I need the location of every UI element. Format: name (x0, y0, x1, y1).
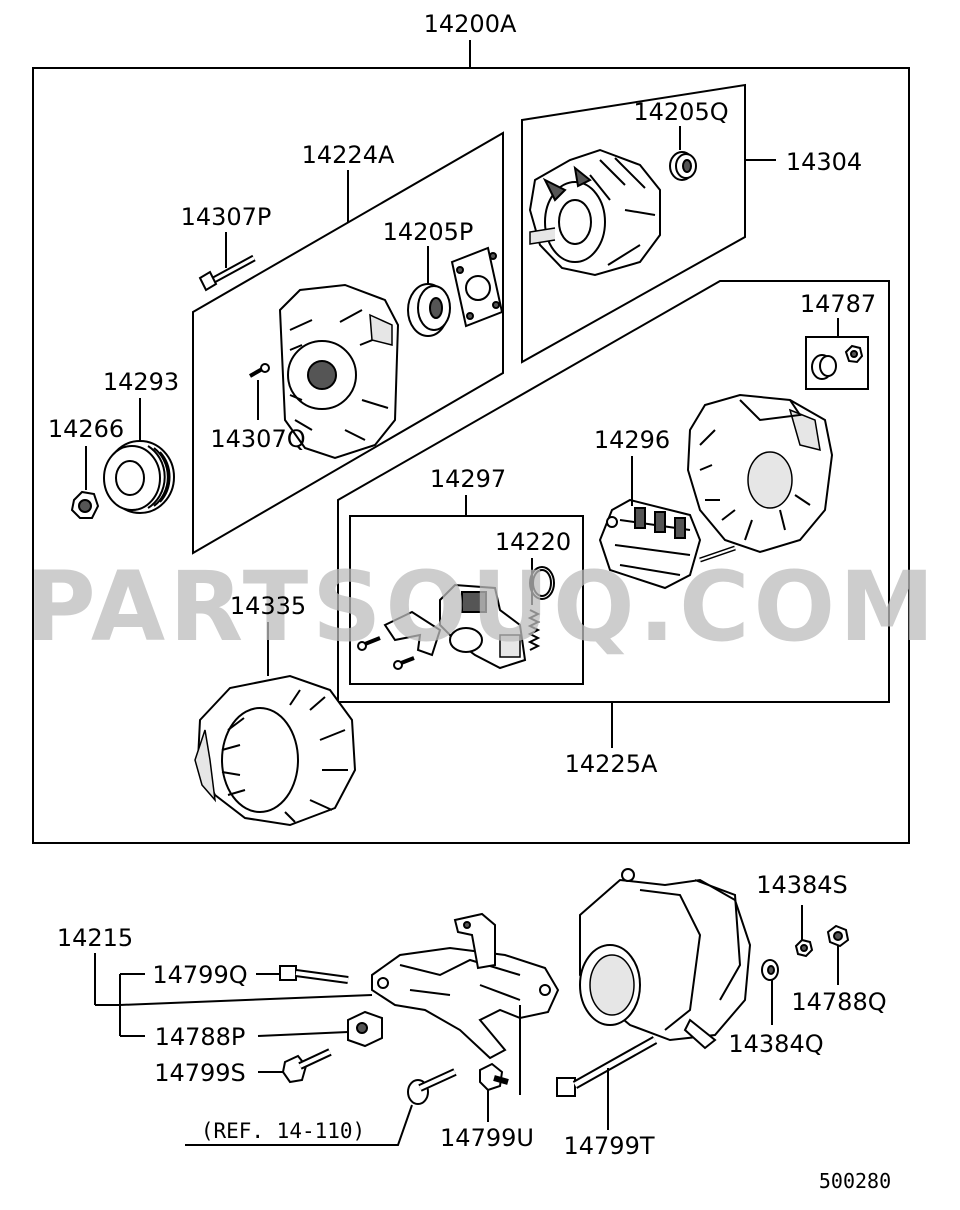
label-rotor-bearing: 14205Q (633, 98, 728, 126)
label-block-p: 14788P (155, 1023, 246, 1051)
stator-icon (194, 674, 357, 827)
label-rear-housing: 14225A (565, 750, 658, 778)
bracket-icon (371, 912, 560, 1060)
rear-housing-frame (337, 280, 890, 703)
bolt-s-icon (281, 1048, 332, 1084)
label-stator: 14335 (230, 592, 306, 620)
label-long-bolt: 14307P (181, 203, 272, 231)
bearing-plate-icon (450, 246, 504, 328)
label-nut-q: 14788Q (791, 988, 886, 1016)
rotor-frame (521, 83, 746, 364)
washer-s-icon (794, 938, 814, 958)
label-bracket-set: 14215 (57, 924, 133, 952)
label-assembly: 14200A (424, 10, 517, 38)
rear-kit-nut-icon (844, 344, 864, 364)
label-bolt-t: 14799T (563, 1132, 654, 1160)
label-bolt-s: 14799S (154, 1059, 246, 1087)
label-nut: 14266 (48, 415, 124, 443)
leader-reference (185, 1104, 413, 1146)
long-bolt-icon (198, 254, 256, 292)
rotor-bearing-icon (669, 151, 697, 181)
leader-block-p (257, 1031, 349, 1037)
label-front-housing: 14224A (302, 141, 395, 169)
label-pulley: 14293 (103, 368, 179, 396)
watermark: PARTSOUQ.COM (25, 551, 938, 663)
brush-spring-icon (527, 609, 541, 651)
rotor-icon (528, 148, 661, 277)
bolt-q-icon (279, 965, 349, 984)
bolt-t-icon (556, 1036, 658, 1097)
label-rotor: 14304 (786, 148, 862, 176)
label-bolt-u: 14799U (440, 1124, 534, 1152)
rear-housing-icon (686, 393, 834, 554)
front-housing-frame (192, 131, 504, 555)
small-screw-icon (357, 636, 415, 670)
nut-icon (70, 490, 100, 519)
nut-q-icon (826, 924, 850, 948)
rear-kit-bushing-icon (811, 354, 837, 380)
label-bolt-q: 14799Q (152, 961, 247, 989)
front-bearing-icon (407, 246, 451, 337)
rectifier-icon (598, 498, 736, 590)
label-brush-kit: 14297 (430, 465, 506, 493)
screw-icon (249, 363, 270, 378)
reference-stud-icon (407, 1068, 457, 1105)
label-reference: (REF. 14-110) (201, 1119, 365, 1143)
label-rear-kit: 14787 (800, 290, 876, 318)
block-p-icon (347, 1010, 383, 1048)
label-front-bearing: 14205P (383, 218, 474, 246)
washer-q-icon (761, 959, 779, 981)
alternator-icon (579, 868, 752, 1050)
label-screw: 14307Q (210, 425, 305, 453)
front-housing-icon (278, 283, 400, 460)
label-rectifier: 14296 (594, 426, 670, 454)
bolt-u-icon (479, 1062, 509, 1092)
diagram-number: 500280 (819, 1169, 891, 1193)
terminal-plate-icon (383, 610, 442, 657)
label-washer-s: 14384S (756, 871, 848, 899)
label-brush-spring: 14220 (495, 528, 571, 556)
pulley-icon (103, 440, 175, 514)
label-washer-q: 14384Q (728, 1030, 823, 1058)
brush-holder-icon (439, 583, 527, 670)
